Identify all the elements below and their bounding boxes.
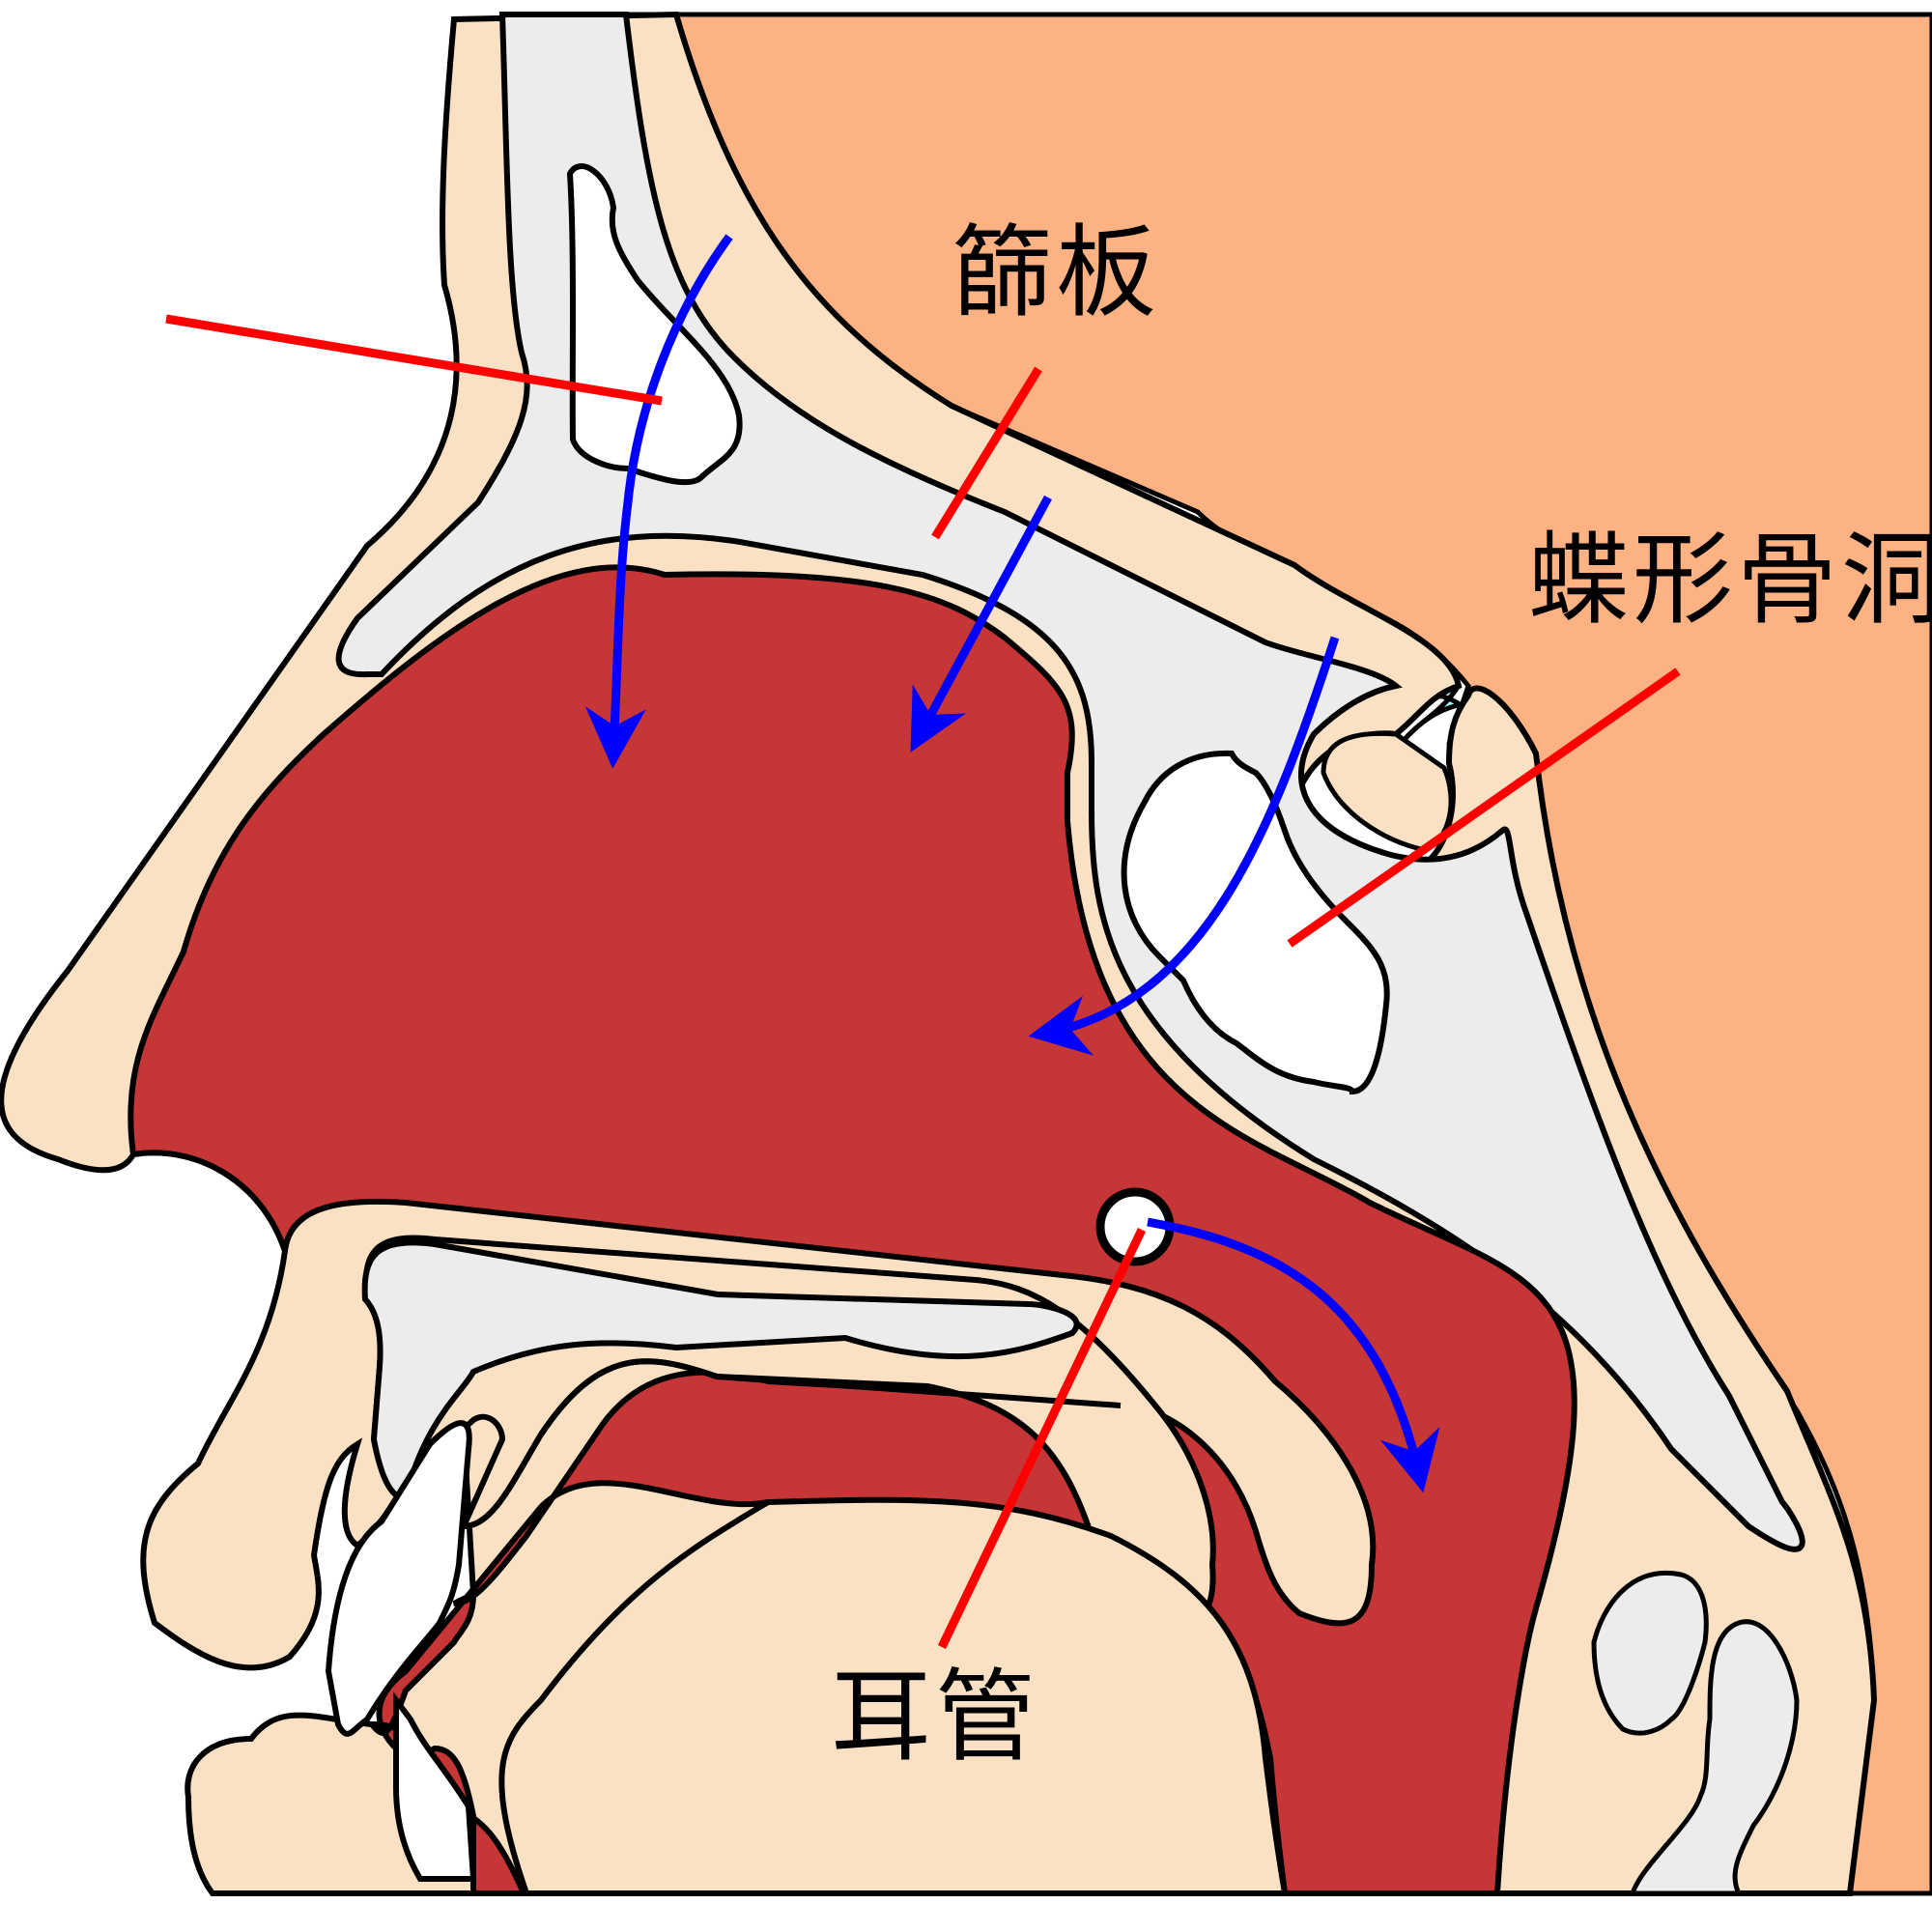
label-sphenoid-sinus: 蝶形骨洞 (1528, 529, 1932, 630)
label-eustachian-tube: 耳管 (831, 1666, 1039, 1767)
label-cribriform-plate: 篩板 (952, 222, 1160, 323)
